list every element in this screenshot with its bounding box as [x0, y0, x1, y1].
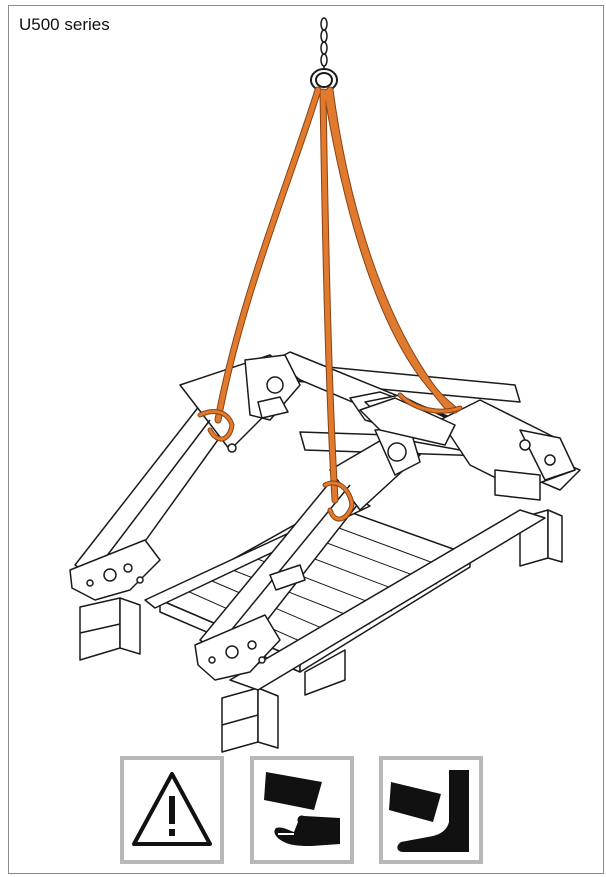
warning-triangle-icon — [132, 772, 212, 846]
lifting-ring — [310, 68, 338, 92]
crush-foot-icon — [389, 770, 469, 852]
crush-foot-icon-box — [379, 756, 483, 864]
support-blocks — [79, 509, 563, 753]
page-title: U500 series — [19, 15, 110, 34]
loader-arm-left — [69, 354, 301, 601]
lifting-chain — [320, 17, 328, 70]
lifting-slings — [197, 86, 463, 522]
loader-arm-right — [194, 397, 456, 681]
warning-icon-box — [120, 756, 224, 864]
crush-hand-icon-box — [250, 756, 354, 864]
crush-hand-icon — [264, 772, 340, 846]
